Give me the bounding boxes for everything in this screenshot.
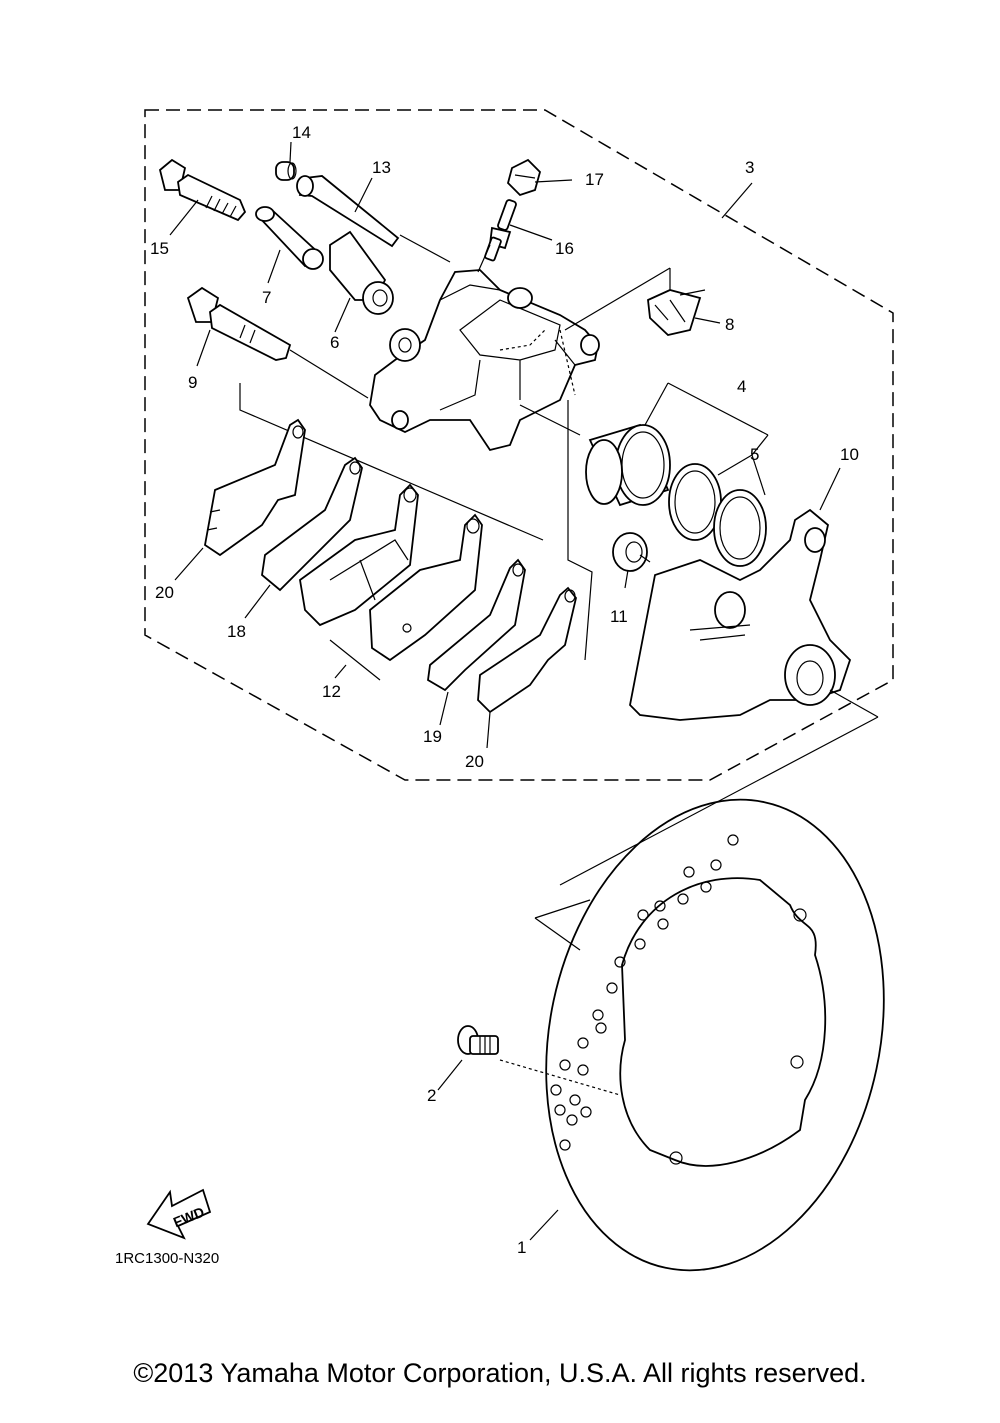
pad-kit-bracket xyxy=(239,383,593,681)
part-label-7: 7 xyxy=(262,288,271,307)
pad-spring[interactable] xyxy=(647,289,706,336)
pad-shim-outer[interactable] xyxy=(204,418,306,557)
part-label-8: 8 xyxy=(725,315,734,334)
caliper-body[interactable] xyxy=(369,269,600,452)
pad-shim-18[interactable] xyxy=(261,456,363,592)
part-label-17: 17 xyxy=(585,170,604,189)
part-number-labels: 1 2 3 4 5 6 7 8 9 10 11 12 13 14 15 16 1… xyxy=(150,123,859,1257)
pad-shim-inner[interactable] xyxy=(477,586,577,714)
part-label-18: 18 xyxy=(227,622,246,641)
disc-bolt[interactable] xyxy=(457,1025,499,1055)
part-label-9: 9 xyxy=(188,373,197,392)
pin-boot[interactable] xyxy=(612,532,648,572)
part-label-5: 5 xyxy=(750,445,759,464)
part-label-11: 11 xyxy=(610,607,628,626)
part-label-4: 4 xyxy=(737,377,746,396)
brake-pad-inner[interactable] xyxy=(369,513,483,662)
fwd-arrow-icon: FWD xyxy=(146,1188,212,1240)
part-label-2: 2 xyxy=(427,1086,436,1105)
caliper-bracket[interactable] xyxy=(629,508,852,721)
brake-pad-outer[interactable] xyxy=(299,483,419,627)
leader-lines xyxy=(169,141,879,1241)
part-label-20-left: 20 xyxy=(155,583,174,602)
caliper-bolt-upper[interactable] xyxy=(158,158,247,222)
disc-holes xyxy=(550,834,807,1165)
part-label-14: 14 xyxy=(292,123,311,142)
part-label-15: 15 xyxy=(150,239,169,258)
slide-boot[interactable] xyxy=(329,230,394,315)
part-label-6: 6 xyxy=(330,333,339,352)
copyright-notice: ©2013 Yamaha Motor Corporation, U.S.A. A… xyxy=(133,1358,867,1388)
part-label-3: 3 xyxy=(745,158,754,177)
part-label-13: 13 xyxy=(372,158,391,177)
caliper-bolt-lower[interactable] xyxy=(186,286,292,361)
part-label-20-right: 20 xyxy=(465,752,484,771)
part-label-16: 16 xyxy=(555,239,574,258)
caliper-pin[interactable] xyxy=(296,175,400,248)
piston[interactable] xyxy=(585,423,671,507)
pad-shim-19[interactable] xyxy=(427,558,526,692)
bleed-screw[interactable] xyxy=(484,199,517,262)
pin-bushing[interactable] xyxy=(275,161,297,181)
part-label-12: 12 xyxy=(322,682,341,701)
part-label-19: 19 xyxy=(423,727,442,746)
diagram-code: 1RC1300-N320 xyxy=(115,1250,219,1267)
brake-disc[interactable] xyxy=(504,768,926,1302)
piston-seals[interactable] xyxy=(668,463,767,567)
caliper-assembly-boundary xyxy=(144,109,894,781)
bleed-screw-cap[interactable] xyxy=(506,158,542,197)
part-label-1: 1 xyxy=(517,1238,526,1257)
part-label-10: 10 xyxy=(840,445,859,464)
bolt-sleeve[interactable] xyxy=(255,206,324,270)
